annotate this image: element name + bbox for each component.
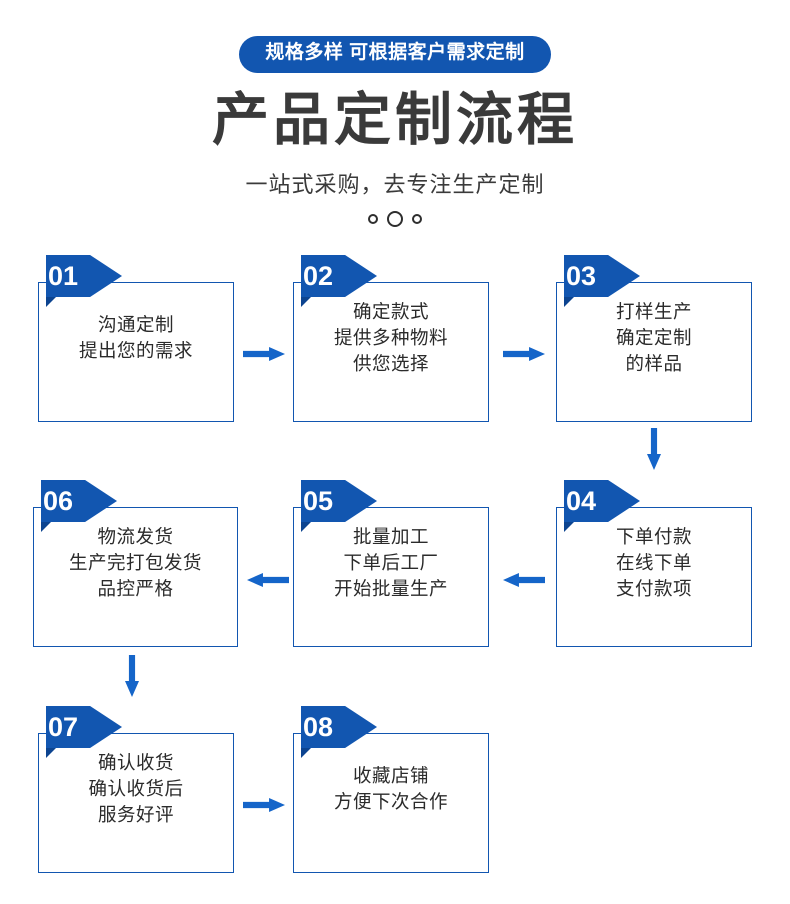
dot-small-left [368, 213, 378, 224]
step-text-04: 下单付款 在线下单 支付款项 [616, 524, 692, 603]
step-line: 确认收货后 [88, 777, 184, 799]
step-box-02: 确定款式 提供多种物料 供您选择 [293, 282, 489, 422]
step-box-03: 打样生产 确定定制 的样品 [556, 282, 752, 422]
step-line: 收藏店铺 [352, 764, 429, 786]
step-line: 在线下单 [615, 551, 692, 573]
step-number-01: 01 [48, 261, 79, 291]
arrow-07-to-08-icon [243, 798, 285, 812]
page-title: 产品定制流程 [212, 87, 578, 152]
dot-small-right [412, 213, 422, 224]
step-line: 确定款式 [352, 300, 429, 322]
step-line: 下单付款 [615, 525, 692, 547]
step-number-02: 02 [303, 261, 334, 291]
step-line: 沟通定制 [97, 313, 174, 335]
arrow-02-to-03-icon [503, 347, 545, 361]
step-text-02: 确定款式 提供多种物料 供您选择 [334, 299, 448, 378]
step-line: 下单后工厂 [343, 551, 439, 573]
dot-big-center [387, 210, 403, 227]
page-header: 规格多样 可根据客户需求定制 产品定制流程 一站式采购，去专注生产定制 [0, 0, 790, 229]
page-subtitle: 一站式采购，去专注生产定制 [245, 171, 545, 197]
step-line: 打样生产 [615, 300, 692, 322]
step-tab-fold-02 [301, 297, 311, 307]
step-line: 提出您的需求 [78, 340, 193, 361]
header-badge: 规格多样 可根据客户需求定制 [239, 36, 551, 73]
step-number-04: 04 [566, 486, 597, 516]
step-number-05: 05 [303, 486, 334, 516]
step-number-03: 03 [566, 261, 597, 291]
step-box-06: 物流发货 生产完打包发货 品控严格 [33, 507, 238, 647]
step-line: 确定定制 [615, 326, 692, 348]
arrow-01-to-02-icon [243, 347, 285, 361]
step-card-03[interactable]: 03 打样生产 确定定制 的样品 [556, 255, 752, 422]
step-line: 品控严格 [97, 578, 174, 600]
step-tab-fold-06 [41, 522, 51, 532]
arrow-03-to-04-icon [647, 428, 661, 470]
step-tab-fold-07 [46, 748, 56, 758]
step-text-05: 批量加工 下单后工厂 开始批量生产 [334, 524, 448, 603]
step-text-07: 确认收货 确认收货后 服务好评 [88, 750, 183, 829]
step-tab-fold-03 [564, 297, 574, 307]
step-text-08: 收藏店铺 方便下次合作 [334, 763, 448, 816]
step-number-06: 06 [43, 486, 74, 516]
step-number-07: 07 [48, 712, 79, 742]
step-box-05: 批量加工 下单后工厂 开始批量生产 [293, 507, 489, 647]
step-line: 提供多种物料 [333, 326, 448, 348]
step-card-06[interactable]: 06 物流发货 生产完打包发货 品控严格 [33, 480, 238, 647]
decorative-dots [0, 209, 790, 229]
step-tab-fold-08 [301, 748, 311, 758]
step-line: 方便下次合作 [333, 791, 448, 812]
step-card-01[interactable]: 01 沟通定制 提出您的需求 [38, 255, 234, 422]
arrow-04-to-05-icon [503, 573, 545, 587]
step-card-04[interactable]: 04 下单付款 在线下单 支付款项 [556, 480, 752, 647]
step-line: 开始批量生产 [333, 578, 448, 600]
step-text-06: 物流发货 生产完打包发货 品控严格 [69, 524, 202, 603]
step-box-04: 下单付款 在线下单 支付款项 [556, 507, 752, 647]
step-tab-fold-01 [46, 297, 56, 307]
step-line: 供您选择 [352, 353, 429, 375]
step-line: 生产完打包发货 [68, 551, 202, 573]
flow-row-3: 07 确认收货 确认收货后 服务好评 08 收藏店铺 方便下次合作 [0, 688, 790, 873]
step-tab-fold-04 [564, 522, 574, 532]
step-card-08[interactable]: 08 收藏店铺 方便下次合作 [293, 706, 489, 873]
step-line: 服务好评 [97, 804, 174, 826]
step-line: 支付款项 [615, 578, 692, 600]
step-card-02[interactable]: 02 确定款式 提供多种物料 供您选择 [293, 255, 489, 422]
step-card-05[interactable]: 05 批量加工 下单后工厂 开始批量生产 [293, 480, 489, 647]
process-flow: 01 沟通定制 提出您的需求 02 确定款式 提供多种物料 供您选择 [0, 255, 790, 873]
arrow-05-to-06-icon [247, 573, 289, 587]
step-number-08: 08 [303, 712, 334, 742]
step-tab-fold-05 [301, 522, 311, 532]
step-line: 批量加工 [352, 525, 429, 547]
step-text-01: 沟通定制 提出您的需求 [79, 312, 193, 365]
step-text-03: 打样生产 确定定制 的样品 [616, 299, 692, 378]
step-card-07[interactable]: 07 确认收货 确认收货后 服务好评 [38, 706, 234, 873]
flow-row-1: 01 沟通定制 提出您的需求 02 确定款式 提供多种物料 供您选择 [0, 255, 790, 470]
flow-row-2: 06 物流发货 生产完打包发货 品控严格 05 批量加工 下单后工厂 开始批量生… [0, 470, 790, 697]
step-box-08: 收藏店铺 方便下次合作 [293, 733, 489, 873]
step-line: 确认收货 [97, 751, 174, 773]
step-line: 的样品 [625, 353, 683, 375]
step-line: 物流发货 [97, 525, 174, 547]
step-box-07: 确认收货 确认收货后 服务好评 [38, 733, 234, 873]
step-box-01: 沟通定制 提出您的需求 [38, 282, 234, 422]
